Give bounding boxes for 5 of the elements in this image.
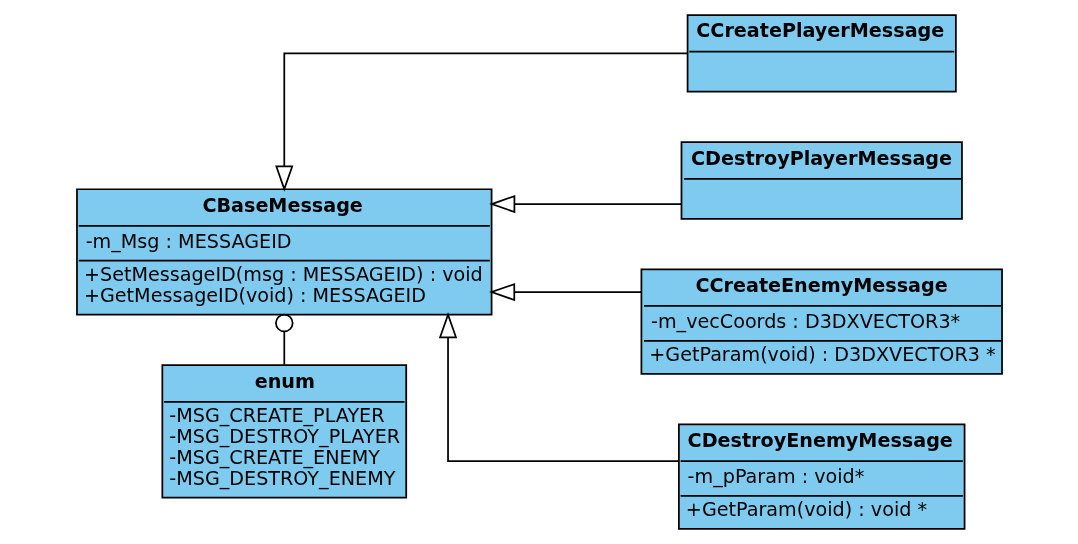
arrow: [438, 312, 680, 462]
connector: [274, 313, 293, 366]
arrow: [274, 52, 688, 192]
arrow: [488, 194, 682, 214]
arrow: [488, 282, 642, 302]
